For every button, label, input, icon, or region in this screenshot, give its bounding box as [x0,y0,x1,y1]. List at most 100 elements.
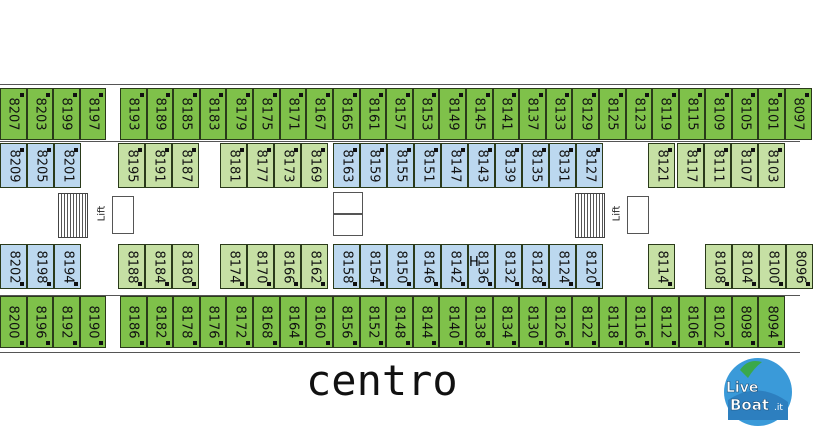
cabin-8137[interactable]: 8137 [519,88,546,140]
cabin-8160[interactable]: 8160 [306,296,333,348]
cabin-8183[interactable]: 8183 [199,88,227,140]
cabin-8154[interactable]: 8154 [360,244,387,289]
cabin-8112[interactable]: 8112 [652,296,679,348]
cabin-8162[interactable]: 8162 [301,244,328,289]
cabin-8181[interactable]: 8181 [220,143,247,188]
cabin-8106[interactable]: 8106 [678,296,706,348]
cabin-8165[interactable]: 8165 [333,88,360,140]
cabin-8150[interactable]: 8150 [387,244,414,289]
cabin-8173[interactable]: 8173 [274,143,301,188]
cabin-8121[interactable]: 8121 [648,143,675,188]
cabin-8201[interactable]: 8201 [54,143,81,188]
cabin-8145[interactable]: 8145 [466,88,493,140]
cabin-8107[interactable]: 8107 [731,143,758,188]
cabin-8114[interactable]: 8114 [648,244,675,289]
cabin-8143[interactable]: 8143 [468,143,495,188]
cabin-8199[interactable]: 8199 [53,88,80,140]
cabin-8141[interactable]: 8141 [492,88,520,140]
cabin-8184[interactable]: 8184 [145,244,172,289]
cabin-8139[interactable]: 8139 [495,143,522,188]
cabin-8166[interactable]: 8166 [274,244,301,289]
cabin-8185[interactable]: 8185 [173,88,200,140]
cabin-8119[interactable]: 8119 [652,88,679,140]
cabin-8157[interactable]: 8157 [386,88,413,140]
cabin-8159[interactable]: 8159 [360,143,387,188]
cabin-8178[interactable]: 8178 [173,296,200,348]
cabin-8144[interactable]: 8144 [412,296,440,348]
cabin-8142[interactable]: 8142 [441,244,468,289]
cabin-8177[interactable]: 8177 [247,143,274,188]
cabin-8130[interactable]: 8130 [519,296,546,348]
cabin-8197[interactable]: 8197 [79,88,107,140]
cabin-8161[interactable]: 8161 [359,88,387,140]
cabin-8186[interactable]: 8186 [120,296,147,348]
cabin-8180[interactable]: 8180 [172,244,199,289]
cabin-8103[interactable]: 8103 [758,143,785,188]
cabin-8127[interactable]: 8127 [576,143,603,188]
cabin-8169[interactable]: 8169 [301,143,328,188]
cabin-8146[interactable]: 8146 [414,244,441,289]
cabin-8120[interactable]: 8120 [576,244,603,289]
cabin-8117[interactable]: 8117 [677,143,704,188]
cabin-8125[interactable]: 8125 [599,88,626,140]
cabin-8100[interactable]: 8100 [759,244,786,289]
cabin-8202[interactable]: 8202 [0,244,27,289]
cabin-8209[interactable]: 8209 [0,143,27,188]
cabin-8195[interactable]: 8195 [118,143,145,188]
cabin-8187[interactable]: 8187 [172,143,199,188]
cabin-8097[interactable]: 8097 [785,88,812,140]
cabin-8158[interactable]: 8158 [333,244,360,289]
cabin-8115[interactable]: 8115 [678,88,706,140]
cabin-8134[interactable]: 8134 [492,296,520,348]
cabin-8104[interactable]: 8104 [732,244,759,289]
cabin-8149[interactable]: 8149 [439,88,466,140]
cabin-8196[interactable]: 8196 [26,296,54,348]
cabin-8126[interactable]: 8126 [545,296,573,348]
cabin-8111[interactable]: 8111 [704,143,731,188]
cabin-8164[interactable]: 8164 [279,296,307,348]
cabin-8151[interactable]: 8151 [414,143,441,188]
cabin-8168[interactable]: 8168 [253,296,280,348]
cabin-8182[interactable]: 8182 [146,296,174,348]
cabin-8171[interactable]: 8171 [279,88,307,140]
cabin-8155[interactable]: 8155 [387,143,414,188]
cabin-8190[interactable]: 8190 [79,296,107,348]
cabin-8188[interactable]: 8188 [118,244,145,289]
cabin-8152[interactable]: 8152 [359,296,387,348]
cabin-8191[interactable]: 8191 [145,143,172,188]
cabin-8118[interactable]: 8118 [599,296,626,348]
cabin-8167[interactable]: 8167 [306,88,333,140]
cabin-8136[interactable]: 8136 [468,244,495,289]
cabin-8132[interactable]: 8132 [495,244,522,289]
cabin-8102[interactable]: 8102 [705,296,732,348]
cabin-8140[interactable]: 8140 [439,296,466,348]
cabin-8176[interactable]: 8176 [199,296,227,348]
cabin-8207[interactable]: 8207 [0,88,27,140]
cabin-8098[interactable]: 8098 [731,296,759,348]
cabin-8174[interactable]: 8174 [220,244,247,289]
cabin-8172[interactable]: 8172 [226,296,253,348]
cabin-8123[interactable]: 8123 [625,88,653,140]
cabin-8108[interactable]: 8108 [705,244,732,289]
cabin-8133[interactable]: 8133 [545,88,573,140]
cabin-8175[interactable]: 8175 [253,88,280,140]
cabin-8156[interactable]: 8156 [333,296,360,348]
cabin-8101[interactable]: 8101 [758,88,785,140]
cabin-8096[interactable]: 8096 [786,244,813,289]
cabin-8205[interactable]: 8205 [27,143,54,188]
cabin-8198[interactable]: 8198 [27,244,54,289]
cabin-8135[interactable]: 8135 [522,143,549,188]
cabin-8105[interactable]: 8105 [731,88,759,140]
cabin-8203[interactable]: 8203 [26,88,54,140]
cabin-8148[interactable]: 8148 [386,296,413,348]
cabin-8192[interactable]: 8192 [53,296,80,348]
cabin-8194[interactable]: 8194 [54,244,81,289]
cabin-8131[interactable]: 8131 [549,143,576,188]
cabin-8189[interactable]: 8189 [146,88,174,140]
cabin-8122[interactable]: 8122 [572,296,599,348]
cabin-8170[interactable]: 8170 [247,244,274,289]
cabin-8124[interactable]: 8124 [549,244,576,289]
cabin-8193[interactable]: 8193 [120,88,147,140]
cabin-8138[interactable]: 8138 [466,296,493,348]
cabin-8128[interactable]: 8128 [522,244,549,289]
